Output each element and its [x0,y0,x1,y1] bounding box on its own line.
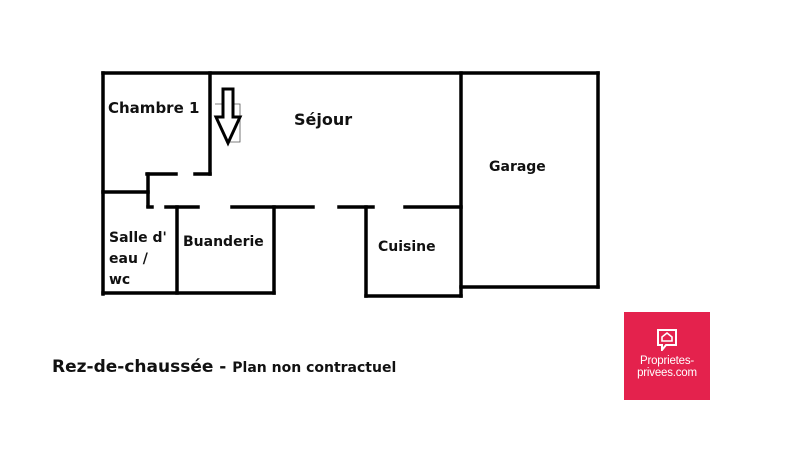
salle-eau-line-3: wc [109,272,131,288]
room-label-salle-eau: Salle d' eau / wc [109,228,167,291]
salle-eau-line-2: eau / [109,251,148,267]
room-label-garage: Garage [489,159,546,175]
brand-logo: Proprietes- privees.com [624,312,710,400]
caption-note: Plan non contractuel [232,360,397,376]
room-label-buanderie: Buanderie [183,234,264,250]
caption-separator: - [213,357,233,377]
room-label-sejour: Séjour [294,110,353,129]
brand-line-1: Proprietes- [639,355,695,367]
brand-name: Proprietes- privees.com [624,355,710,379]
brand-line-2: privees.com [637,367,697,379]
walls [101,71,600,298]
house-icon [657,329,677,351]
down-arrow-icon [213,87,243,147]
caption-level: Rez-de-chaussée [52,357,214,377]
room-label-cuisine: Cuisine [378,239,436,255]
room-label-chambre-1: Chambre 1 [108,99,200,117]
plan-caption: Rez-de-chaussée - Plan non contractuel [52,357,396,377]
salle-eau-line-1: Salle d' [109,230,167,246]
